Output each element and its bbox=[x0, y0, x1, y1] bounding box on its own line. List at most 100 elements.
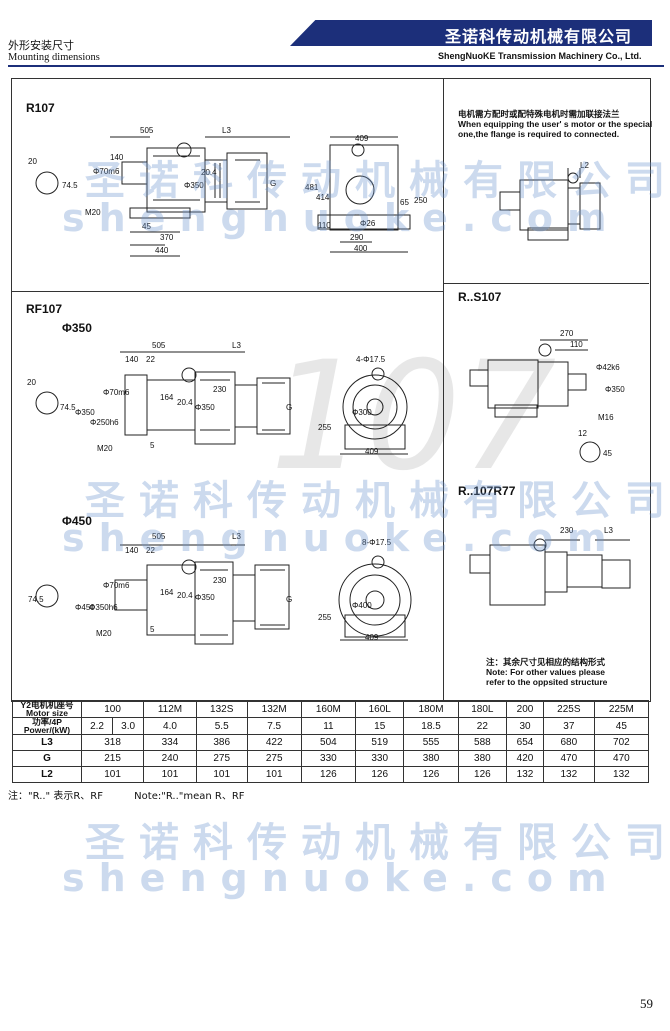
table-cell: 200 bbox=[506, 700, 544, 718]
dim-r107-409: 409 bbox=[355, 134, 369, 143]
dim-rs107-42k6: Φ42k6 bbox=[596, 363, 620, 372]
dim-r107-204: 20.4 bbox=[201, 168, 217, 177]
table-cell: 5.5 bbox=[195, 717, 248, 735]
dim-rs107-45: 45 bbox=[603, 449, 612, 458]
dim-rf350-350: Φ350 bbox=[75, 408, 95, 417]
table-cell: 330 bbox=[354, 750, 405, 767]
table-cell: 380 bbox=[403, 750, 459, 767]
table-cell: 18.5 bbox=[403, 717, 459, 735]
other-note-cn: 注：其余尺寸见相应的结构形式 bbox=[486, 657, 606, 667]
dim-r107-70m6: Φ70m6 bbox=[93, 167, 120, 176]
row-header-power: 功率/4P Power/(kW) bbox=[12, 717, 82, 735]
table-row-g: G 215 240 275 275 330 330 380 380 420 47… bbox=[12, 750, 650, 767]
table-cell: 680 bbox=[542, 734, 595, 751]
dim-rf450-22: 22 bbox=[146, 546, 155, 555]
table-cell: 215 bbox=[80, 750, 145, 767]
dim-rf350-230: 230 bbox=[213, 385, 227, 394]
label-rs107: R..S107 bbox=[458, 290, 502, 304]
dim-rf350-505: 505 bbox=[152, 341, 166, 350]
dim-rf350-350b: Φ350 bbox=[195, 403, 215, 412]
dim-rs107-m16: M16 bbox=[598, 413, 614, 422]
flange-note: 电机需方配时或配特殊电机时需加联接法兰 When equipping the u… bbox=[458, 109, 652, 139]
table-cell: 334 bbox=[143, 734, 197, 751]
table-cell: 132 bbox=[506, 766, 544, 783]
watermark-cn-3: 圣诺科传动机械有限公司 bbox=[85, 820, 670, 866]
table-cell: 132S bbox=[195, 700, 248, 718]
table-cell: 112M bbox=[143, 700, 197, 718]
table-cell: 15 bbox=[354, 717, 405, 735]
table-cell: 225M bbox=[593, 700, 650, 718]
dim-r107-140: 140 bbox=[110, 153, 124, 162]
flange-note-en-2: one,the flange is required to connected. bbox=[458, 129, 620, 139]
table-cell: 22 bbox=[457, 717, 508, 735]
dim-r107-l3: L3 bbox=[222, 126, 231, 135]
table-cell: 101 bbox=[246, 766, 302, 783]
footnote-cn: 注："R.." 表示R、RF bbox=[8, 791, 103, 802]
other-values-note: 注：其余尺寸见相应的结构形式 Note: For other values pl… bbox=[486, 657, 646, 687]
dim-rf450-350h6: Φ350h6 bbox=[89, 603, 118, 612]
footnote: 注："R.." 表示R、RF Note:"R.."mean R、RF bbox=[8, 787, 245, 802]
frame-divider-left bbox=[12, 291, 443, 292]
frame-divider-right bbox=[443, 283, 649, 284]
dim-rf450-350: Φ350 bbox=[195, 593, 215, 602]
dim-rf350-164: 164 bbox=[160, 393, 174, 402]
page-number: 59 bbox=[640, 996, 653, 1011]
dim-rf350-l3: L3 bbox=[232, 341, 241, 350]
table-cell: 126 bbox=[457, 766, 508, 783]
table-cell: 380 bbox=[457, 750, 508, 767]
dim-rf450-5: 5 bbox=[150, 625, 155, 634]
dim-rf450-70m6: Φ70m6 bbox=[103, 581, 130, 590]
table-cell: 240 bbox=[143, 750, 197, 767]
header-rule bbox=[8, 65, 664, 67]
watermark-en-3: shengnuoke.com bbox=[62, 856, 621, 900]
dim-r107-745: 74.5 bbox=[62, 181, 78, 190]
dim-rf350-m20: M20 bbox=[97, 444, 113, 453]
table-cell: 225S bbox=[542, 700, 595, 718]
table-cell: 504 bbox=[300, 734, 356, 751]
table-cell: 275 bbox=[195, 750, 248, 767]
row-header-g: G bbox=[12, 750, 82, 767]
dim-r107-g: G bbox=[270, 179, 276, 188]
rf107-d350-end-view bbox=[340, 367, 408, 455]
dim-r107-370: 370 bbox=[160, 233, 174, 242]
table-row-l2: L2 101 101 101 101 126 126 126 126 132 1… bbox=[12, 766, 650, 783]
label-r107: R107 bbox=[26, 101, 55, 115]
table-cell: 588 bbox=[457, 734, 508, 751]
table-row-power: 功率/4P Power/(kW) 2.2 3.0 4.0 5.5 7.5 11 … bbox=[12, 717, 650, 735]
dim-rf350-22: 22 bbox=[146, 355, 155, 364]
dim-r107-26: Φ26 bbox=[360, 219, 376, 228]
row-header-l2: L2 bbox=[12, 766, 82, 783]
motor-spec-table: Y2电机机座号 Motor size 100 112M 132S 132M 16… bbox=[12, 700, 650, 783]
label-rf107-d450: Φ450 bbox=[62, 514, 92, 528]
section-title-cn: 外形安装尺寸 bbox=[8, 39, 74, 52]
table-cell: 470 bbox=[542, 750, 595, 767]
dim-rf450-g: G bbox=[286, 595, 292, 604]
table-cell: 2.2 bbox=[80, 717, 114, 735]
dim-rf450-230: 230 bbox=[213, 576, 227, 585]
dim-r107-350: Φ350 bbox=[184, 181, 204, 190]
watermark-cn-2: 圣诺科传动机械有限公司 bbox=[85, 478, 670, 524]
table-cell: 126 bbox=[354, 766, 405, 783]
dim-rs107-350: Φ350 bbox=[605, 385, 625, 394]
table-cell: 37 bbox=[542, 717, 595, 735]
table-cell: 318 bbox=[80, 734, 145, 751]
table-cell: 330 bbox=[300, 750, 356, 767]
dim-r107r77-230: 230 bbox=[560, 526, 574, 535]
dim-r107-110: 110 bbox=[318, 221, 331, 230]
table-cell: 702 bbox=[593, 734, 650, 751]
dim-rf350-409: 409 bbox=[365, 447, 379, 456]
table-cell: 420 bbox=[506, 750, 544, 767]
dim-r107-481: 481 bbox=[305, 183, 319, 192]
table-cell: 45 bbox=[593, 717, 650, 735]
table-cell: 386 bbox=[195, 734, 248, 751]
dim-r107-45: 45 bbox=[142, 222, 151, 231]
table-cell: 3.0 bbox=[112, 717, 145, 735]
dim-rf350-300: Φ300 bbox=[352, 408, 372, 417]
dim-rf350-20: 20 bbox=[27, 378, 36, 387]
dim-r107-m20: M20 bbox=[85, 208, 101, 217]
other-note-en-1: Note: For other values please bbox=[486, 667, 606, 677]
rf107-d350-side-view bbox=[35, 351, 291, 445]
table-cell: 422 bbox=[246, 734, 302, 751]
table-cell: 654 bbox=[506, 734, 544, 751]
table-cell: 7.5 bbox=[246, 717, 302, 735]
